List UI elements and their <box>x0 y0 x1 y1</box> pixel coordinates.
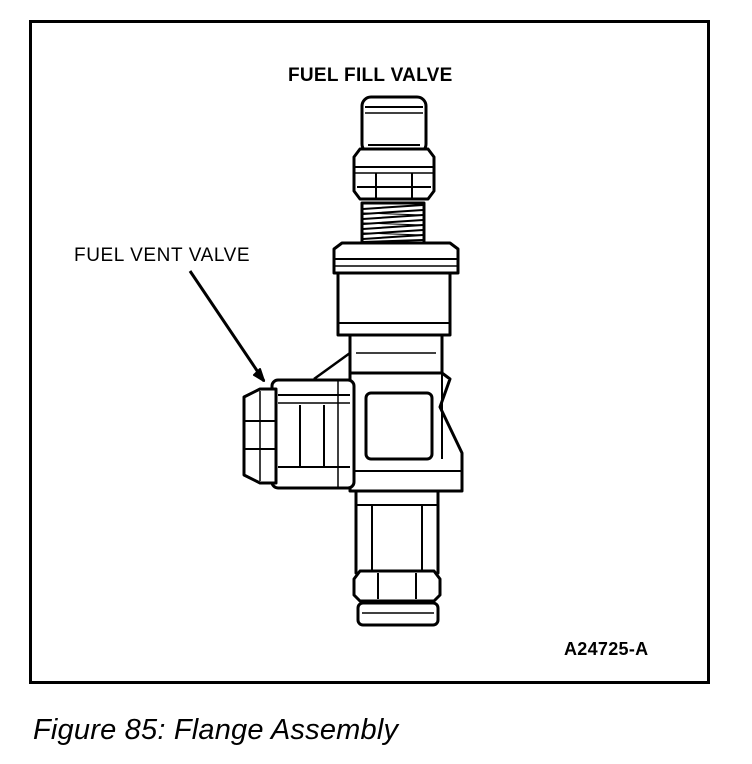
figure-caption: Figure 85: Flange Assembly <box>33 714 399 746</box>
fill-valve-hex-nut <box>352 147 436 201</box>
drawing-code-label: A24725-A <box>564 639 649 659</box>
fill-valve-cap <box>360 95 428 155</box>
valve-body-barrel <box>336 271 452 375</box>
vent-valve-leader <box>188 270 351 382</box>
lower-stem <box>354 489 440 575</box>
figure-frame: FUEL FILL VALVE FUEL VENT VALVE A24725-A <box>29 20 710 684</box>
vent-valve-coupling <box>270 378 356 490</box>
upper-collar <box>332 241 460 275</box>
fuel-fill-valve-label: FUEL FILL VALVE <box>288 65 453 86</box>
tee-block <box>348 371 464 493</box>
fuel-vent-valve-label: FUEL VENT VALVE <box>74 245 251 266</box>
lower-hex-fitting <box>352 569 442 627</box>
threaded-section <box>360 201 426 245</box>
flange-assembly-drawing <box>188 95 464 627</box>
vent-valve-hex-nut <box>242 387 278 485</box>
